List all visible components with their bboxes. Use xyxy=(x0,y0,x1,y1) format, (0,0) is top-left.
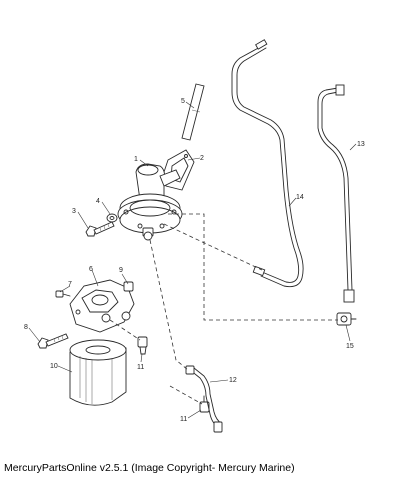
callout-9: 9 xyxy=(119,267,123,274)
fitting-11-lower xyxy=(199,395,210,413)
rod-5 xyxy=(181,83,205,141)
callout-11-upper: 11 xyxy=(137,364,144,371)
callout-4: 4 xyxy=(96,198,100,205)
fitting-11-upper xyxy=(137,336,148,355)
parts-exploded-diagram: 1 2 3 4 5 6 7 8 9 10 11 11 12 13 14 15 xyxy=(24,39,365,433)
bolt-8 xyxy=(37,333,69,349)
callout-14: 14 xyxy=(296,194,304,201)
leader-lines xyxy=(28,101,357,419)
callout-2: 2 xyxy=(200,155,204,162)
callout-7: 7 xyxy=(68,281,72,288)
callout-8: 8 xyxy=(24,324,28,331)
callout-15: 15 xyxy=(346,343,354,350)
fuel-filter-10 xyxy=(69,339,127,406)
callout-6: 6 xyxy=(89,266,93,273)
callout-1: 1 xyxy=(134,156,138,163)
screw-7 xyxy=(55,290,71,298)
copyright-footer: MercuryPartsOnline v2.5.1 (Image Copyrig… xyxy=(4,462,295,474)
fuel-pump-1 xyxy=(117,163,183,241)
fitting-15 xyxy=(336,312,357,326)
washer-4 xyxy=(106,213,118,223)
fuel-line-13 xyxy=(317,84,355,303)
plug-9 xyxy=(123,281,134,292)
filter-adapter-6 xyxy=(69,279,135,333)
fuel-line-14 xyxy=(231,39,304,288)
callout-11-lower: 11 xyxy=(180,416,187,423)
callout-10: 10 xyxy=(50,363,58,370)
fuel-line-12 xyxy=(185,365,223,433)
routing-lines xyxy=(109,213,338,405)
callout-5: 5 xyxy=(181,98,185,105)
callout-13: 13 xyxy=(357,141,365,148)
callout-3: 3 xyxy=(72,208,76,215)
callout-numbers: 1 2 3 4 5 6 7 8 9 10 11 11 12 13 14 15 xyxy=(24,98,365,423)
callout-12: 12 xyxy=(229,377,237,384)
bolt-3 xyxy=(85,221,115,237)
